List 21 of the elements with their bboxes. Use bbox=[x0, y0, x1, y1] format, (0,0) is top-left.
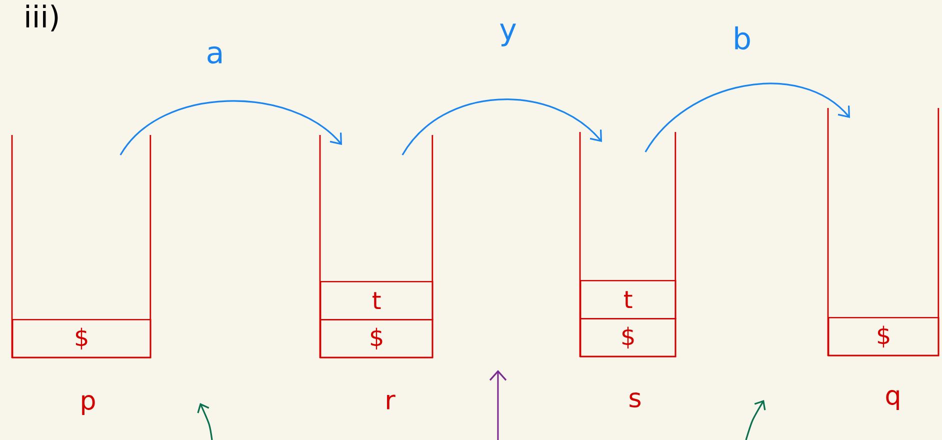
stack-container bbox=[579, 132, 676, 358]
stack-cell: $ bbox=[580, 318, 676, 358]
state-label: s bbox=[630, 392, 641, 408]
stack-cell: $ bbox=[828, 317, 940, 356]
state-label: r bbox=[387, 394, 396, 410]
arrow bbox=[644, 82, 850, 152]
stack-container bbox=[319, 135, 434, 358]
stack-cell: $ bbox=[12, 319, 152, 358]
part-label: iii) bbox=[26, 4, 58, 32]
edge-label: y bbox=[500, 24, 516, 46]
stack-cell: t bbox=[580, 280, 676, 320]
edge-label: b bbox=[735, 26, 750, 50]
state-label: p bbox=[82, 395, 95, 415]
stack-container bbox=[11, 135, 152, 358]
arrow bbox=[120, 100, 342, 156]
stack-cell: $ bbox=[320, 319, 434, 358]
arrow bbox=[402, 98, 602, 156]
edge-label: a bbox=[208, 46, 222, 64]
state-label: q bbox=[886, 390, 899, 410]
stack-container bbox=[827, 108, 940, 356]
stack-cell: t bbox=[320, 281, 434, 320]
